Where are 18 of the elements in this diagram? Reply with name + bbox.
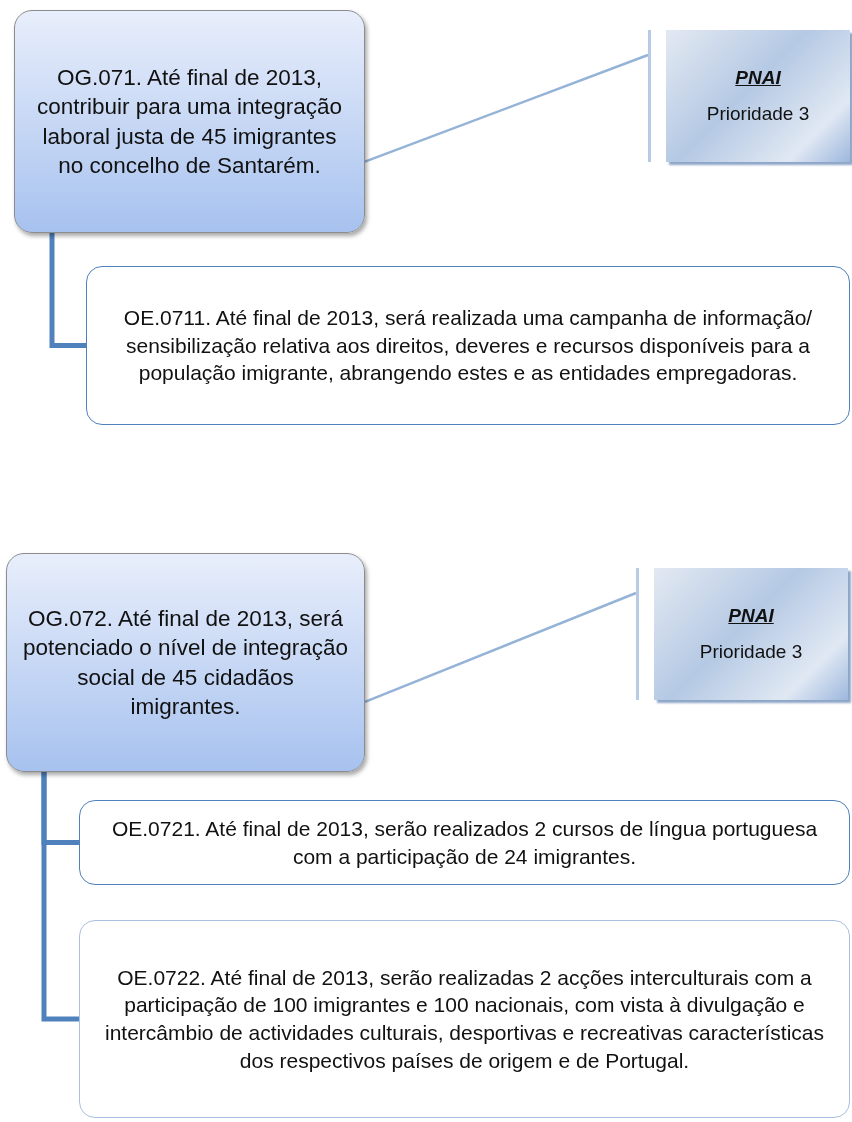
objective-text: OE.0722. Até final de 2013, serão realizadas 2 acções interculturais com a participação de 100 imigrantes e 100 nacionais, com vista à divulgação e intercâmbio de actividades culturais, desportivas e recreativas características dos respectivos países de origem e de Portugal. <box>104 964 825 1074</box>
leader-line <box>364 591 637 704</box>
goal-text: OG.072. Até final de 2013, será potenciado o nível de integração social de 45 cidadãos imigrantes. <box>21 605 350 721</box>
connector-line <box>41 772 79 1022</box>
objective-text: OE.0721. Até final de 2013, serão realizados 2 cursos de língua portuguesa com a participação de 24 imigrantes. <box>110 815 819 870</box>
callout-text: Prioridade 3 <box>706 103 810 125</box>
objective-text: OE.0711. Até final de 2013, será realizada uma campanha de informação/ sensibilização relativa aos direitos, deveres e recursos disponíveis para a população imigrante, abrangendo estes e as entidades empregadoras. <box>122 304 814 387</box>
objective-box <box>79 920 850 1118</box>
callout-text: Prioridade 3 <box>699 641 803 663</box>
callout-title: PNAI <box>728 605 774 627</box>
connector-line <box>49 233 86 348</box>
goal-box <box>14 10 365 233</box>
objective-box <box>86 266 850 425</box>
goal-text: OG.071. Até final de 2013, contribuir para uma integração laboral justa de 45 imigrantes no concelho de Santarém. <box>35 64 344 180</box>
leader-line <box>364 53 649 163</box>
objective-box <box>79 800 850 885</box>
goal-box <box>6 553 365 772</box>
callout-title: PNAI <box>735 67 781 89</box>
